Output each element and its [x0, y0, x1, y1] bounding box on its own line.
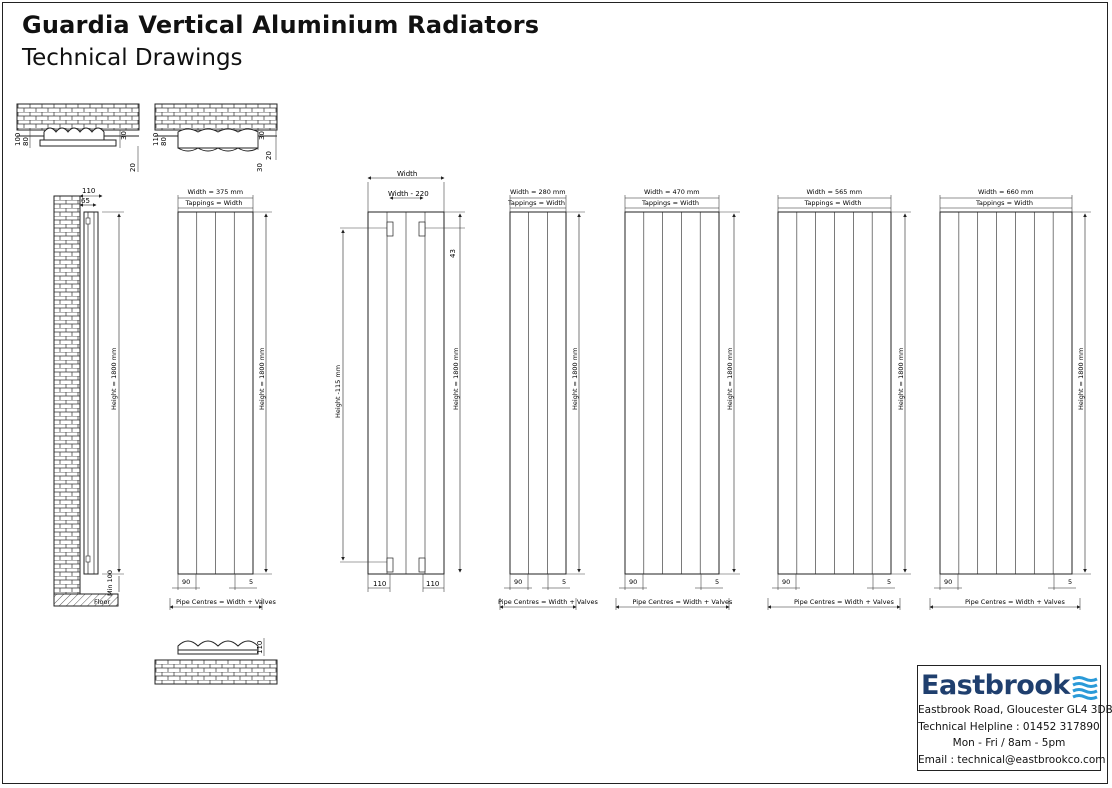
height-label: Height = 1800 mm — [258, 348, 266, 410]
tappings-label: Tappings = Width — [641, 199, 699, 207]
plan-dim-110-bottom: 110 — [256, 641, 264, 654]
company-name: Eastbrook — [921, 670, 1070, 701]
plan-dim-100: 100 — [14, 133, 22, 146]
dim-5-label: 5 — [887, 578, 891, 586]
tappings-label: Tappings = Width — [975, 199, 1033, 207]
radiator-outline — [939, 211, 1073, 575]
pipe-view: Width Width - 220 Height -115 mm 43 Heig… — [334, 170, 465, 592]
dim-5-label: 5 — [1068, 578, 1072, 586]
dim-90-label: 90 — [782, 578, 790, 586]
width-label: Width = 660 mm — [978, 188, 1034, 196]
tappings-label: Tappings = Width — [507, 199, 565, 207]
pipe-centres-label: Pipe Centres = Width + Valves — [633, 598, 734, 606]
pipe-inner-label: Width - 220 — [388, 190, 429, 198]
dim-90-label: 90 — [944, 578, 952, 586]
plan-dim-20: 20 — [129, 163, 137, 172]
company-logo: Eastbrook — [918, 670, 1102, 704]
plan-dim-80: 80 — [22, 137, 30, 146]
radiator-outline — [509, 211, 567, 575]
plan-dim-30: 30 — [120, 131, 128, 140]
width-label: Width = 470 mm — [644, 188, 700, 196]
pipe-centres-label: Pipe Centres = Width + Valves — [176, 598, 277, 606]
pipe-right-110: 110 — [426, 580, 439, 588]
height-label: Height = 1800 mm — [897, 348, 905, 410]
page-subtitle: Technical Drawings — [22, 45, 243, 71]
dim-5-label: 5 — [715, 578, 719, 586]
plan-dim-30b: 30 — [258, 131, 266, 140]
side-min-label: Min 100 — [106, 570, 114, 596]
width-label: Width = 565 mm — [807, 188, 863, 196]
side-view: 110 65 Height = 1800 mm Min 100 Floor — [53, 187, 124, 607]
page-title: Guardia Vertical Aluminium Radiators — [22, 11, 540, 39]
wave-lines-icon — [1072, 676, 1098, 700]
pipe-width-label: Width — [397, 170, 417, 178]
height-label: Height = 1800 mm — [726, 348, 734, 410]
company-hours: Mon - Fri / 8am - 5pm — [952, 737, 1066, 749]
dim-90-label: 90 — [629, 578, 637, 586]
height-label: Height = 1800 mm — [571, 348, 579, 410]
floor-label: Floor — [94, 598, 110, 606]
plan-view-right: 110 80 30 20 30 — [152, 103, 278, 172]
pipe-offset-43: 43 — [449, 249, 457, 258]
tappings-label: Tappings = Width — [185, 199, 243, 207]
pipe-centres-label: Pipe Centres = Width + Valves — [498, 598, 599, 606]
plan-dim-80b: 80 — [160, 137, 168, 146]
pipe-left-110: 110 — [373, 580, 386, 588]
side-depth-65: 65 — [81, 197, 90, 205]
company-info-box: Eastbrook Eastbrook Road, Gloucester GL4… — [917, 665, 1112, 771]
plan-dim-20b: 20 — [265, 151, 273, 160]
side-height-label: Height = 1800 mm — [110, 348, 118, 410]
dim-90-label: 90 — [514, 578, 522, 586]
plan-view-bottom: 110 — [154, 638, 278, 685]
pipe-centres-label: Pipe Centres = Width + Valves — [794, 598, 895, 606]
tapping-height-label: Height -115 mm — [334, 365, 342, 418]
height-label: Height = 1800 mm — [1077, 348, 1085, 410]
dim-5-label: 5 — [562, 578, 566, 586]
side-depth-110: 110 — [82, 187, 95, 195]
plan-dim-30c: 30 — [256, 163, 264, 172]
company-address: Eastbrook Road, Gloucester GL4 3DB — [918, 704, 1112, 716]
plan-view-left: 100 80 30 20 — [14, 103, 140, 172]
company-email: Email : technical@eastbrookco.com — [918, 754, 1106, 766]
pipe-centres-label: Pipe Centres = Width + Valves — [965, 598, 1066, 606]
dim-5-label: 5 — [249, 578, 253, 586]
pipe-height-label: Height = 1800 mm — [452, 348, 460, 410]
radiator-outline — [624, 211, 720, 575]
tappings-label: Tappings = Width — [804, 199, 862, 207]
width-label: Width = 280 mm — [510, 188, 566, 196]
width-label: Width = 375 mm — [188, 188, 244, 196]
plan-dim-110: 110 — [152, 133, 160, 146]
dim-90-label: 90 — [182, 578, 190, 586]
company-helpline: Technical Helpline : 01452 317890 — [918, 721, 1100, 733]
